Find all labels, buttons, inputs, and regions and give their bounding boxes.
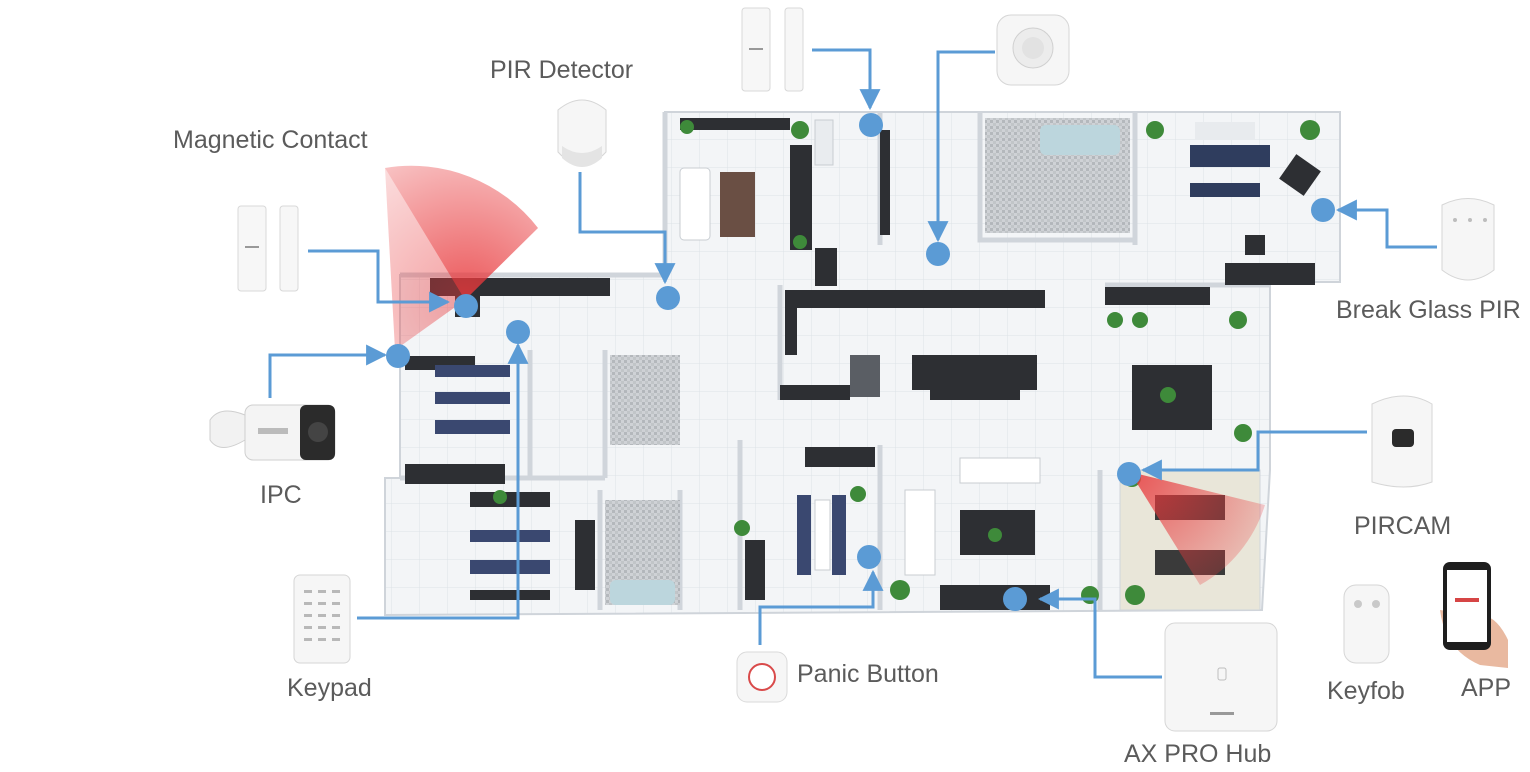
node-break-glass-pir bbox=[1311, 198, 1335, 222]
label-keyfob: Keyfob bbox=[1327, 677, 1405, 705]
device-nodes bbox=[386, 113, 1335, 611]
break-glass-detector-icon bbox=[1441, 198, 1495, 281]
label-keypad: Keypad bbox=[287, 674, 372, 702]
node-keypad bbox=[506, 320, 530, 344]
node-ipc bbox=[386, 344, 410, 368]
bathroom-mosaics bbox=[605, 118, 1130, 605]
node-siren bbox=[926, 242, 950, 266]
connector-ipc bbox=[268, 344, 388, 398]
smartphone-icon bbox=[1440, 562, 1508, 668]
node-pir-detector bbox=[656, 286, 680, 310]
label-ipc: IPC bbox=[260, 481, 302, 509]
keypad-icon bbox=[293, 574, 351, 664]
connector-pircam bbox=[1140, 430, 1367, 481]
door-sensor-icon bbox=[237, 205, 299, 292]
label-app: APP bbox=[1461, 674, 1512, 702]
bullet-camera-icon bbox=[209, 404, 336, 461]
node-ax-pro-hub bbox=[1003, 587, 1027, 611]
connector-door-sensor-top bbox=[812, 48, 881, 111]
label-pir-detector: PIR Detector bbox=[490, 56, 634, 84]
siren-icon bbox=[996, 14, 1070, 86]
panic-button-icon bbox=[736, 651, 788, 703]
label-pircam: PIRCAM bbox=[1354, 512, 1452, 540]
pir-camera-icon bbox=[1371, 395, 1433, 488]
connector-siren bbox=[927, 50, 995, 243]
node-magnetic-contact bbox=[454, 294, 478, 318]
connector-keypad bbox=[357, 342, 529, 620]
label-ax-pro-hub: AX PRO Hub bbox=[1124, 740, 1272, 768]
connector-magnetic-contact bbox=[308, 249, 451, 313]
furniture bbox=[405, 118, 1321, 610]
pircam-detection-zone bbox=[1130, 472, 1265, 585]
door-sensor-icon bbox=[741, 7, 804, 92]
connector-panic-button bbox=[758, 569, 884, 645]
node-door-sensor-top bbox=[859, 113, 883, 137]
connectors bbox=[268, 48, 1437, 679]
connector-pir-detector bbox=[578, 172, 676, 285]
alarm-hub-icon bbox=[1164, 622, 1278, 732]
label-panic-button: Panic Button bbox=[797, 660, 939, 688]
node-pircam bbox=[1117, 462, 1141, 486]
connector-ax-pro-hub bbox=[1037, 588, 1162, 679]
node-panic-button bbox=[857, 545, 881, 569]
keyfob-icon bbox=[1343, 584, 1390, 664]
label-break-glass-pir: Break Glass PIR bbox=[1336, 296, 1521, 324]
connector-break-glass-pir bbox=[1335, 199, 1437, 249]
motion-sensor-icon bbox=[557, 99, 607, 167]
label-magnetic-contact: Magnetic Contact bbox=[173, 126, 368, 154]
